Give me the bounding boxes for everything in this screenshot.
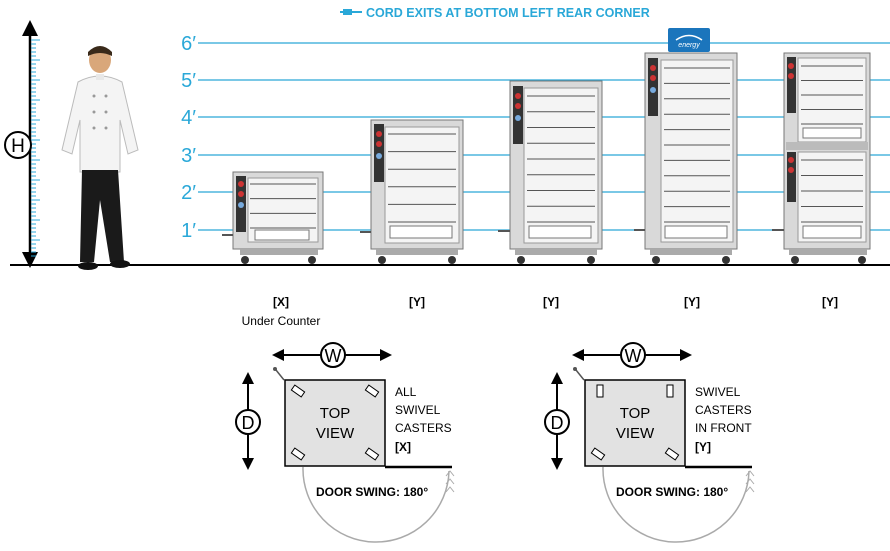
arrow-down-icon [242,458,254,470]
cabinet-y-4-stacked [783,52,871,264]
note-line-2: SWIVEL [395,403,441,417]
chef-figure [61,46,139,270]
cabinet-code-5: [Y] [822,295,838,309]
under-counter-label: Under Counter [242,314,321,328]
level-1ft: 1′ [181,220,196,242]
height-axis: H [4,20,40,268]
up-arrow-icon [22,20,38,36]
note-line-1: ALL [395,385,417,399]
top-view-x: W D TOP VIEW ALL SWIVEL CASTERS [X] DOOR… [235,342,455,543]
cabinet-y-3: energy [644,28,738,264]
energy-star-icon: energy [668,28,710,52]
arrow-right-icon [680,349,692,361]
cabinet-x-under-counter [232,171,324,264]
power-cords [222,229,784,236]
door-hinge-icon [745,470,755,493]
level-4ft: 4′ [181,107,196,129]
cabinet-code-2: [Y] [409,295,425,309]
plug-icon [340,9,362,15]
arrow-up-icon [242,372,254,384]
cabinet-code-4: [Y] [684,295,700,309]
note-line-2: CASTERS [695,403,752,417]
cabinet-y-2 [509,80,603,264]
door-swing-arc [302,466,450,543]
height-symbol-circle [4,131,32,159]
top-view-y: W D TOP VIEW SWIVEL CASTERS IN FRONT [Y]… [544,342,755,543]
arrow-left-icon [572,349,584,361]
note-line-1: SWIVEL [695,385,741,399]
cabinet-code-1: [X] [273,295,289,309]
door-swing-label: DOOR SWING: 180° [316,485,428,499]
caster-icons [590,384,680,461]
level-6ft: 6′ [181,33,196,55]
cord-note: CORD EXITS AT BOTTOM LEFT REAR CORNER [340,6,650,20]
cabinet-y-1 [370,119,464,264]
note-line-3: IN FRONT [695,421,752,435]
cord-plug-icon [573,367,585,381]
door-hinge-icon [445,470,455,493]
height-symbol: H [11,136,25,157]
arrow-down-icon [551,458,563,470]
level-2ft: 2′ [181,182,196,204]
arrow-right-icon [380,349,392,361]
top-view-line1: TOP [620,405,651,422]
level-5ft: 5′ [181,70,196,92]
depth-symbol-x: D [242,413,255,433]
top-view-line1: TOP [320,405,351,422]
width-symbol-y: W [625,346,642,366]
top-view-line2: VIEW [316,425,355,442]
cabinet-code-3: [Y] [543,295,559,309]
note-code: [X] [395,440,411,454]
cord-plug-icon [273,367,285,381]
arrow-up-icon [551,372,563,384]
note-code: [Y] [695,440,711,454]
cabinet-labels: [X] [Y] [Y] [Y] [Y] [273,295,838,309]
depth-symbol-y: D [551,413,564,433]
cord-note-text: CORD EXITS AT BOTTOM LEFT REAR CORNER [366,6,650,20]
width-symbol-x: W [325,346,342,366]
svg-text:energy: energy [678,42,700,49]
top-view-line2: VIEW [616,425,655,442]
door-swing-label: DOOR SWING: 180° [616,485,728,499]
note-line-3: CASTERS [395,421,452,435]
arrow-left-icon [272,349,284,361]
swivel-caster-icons [290,384,380,461]
height-labels: 1′ 2′ 3′ 4′ 5′ 6′ [181,33,196,242]
door-swing-arc [602,466,750,543]
level-3ft: 3′ [181,145,196,167]
